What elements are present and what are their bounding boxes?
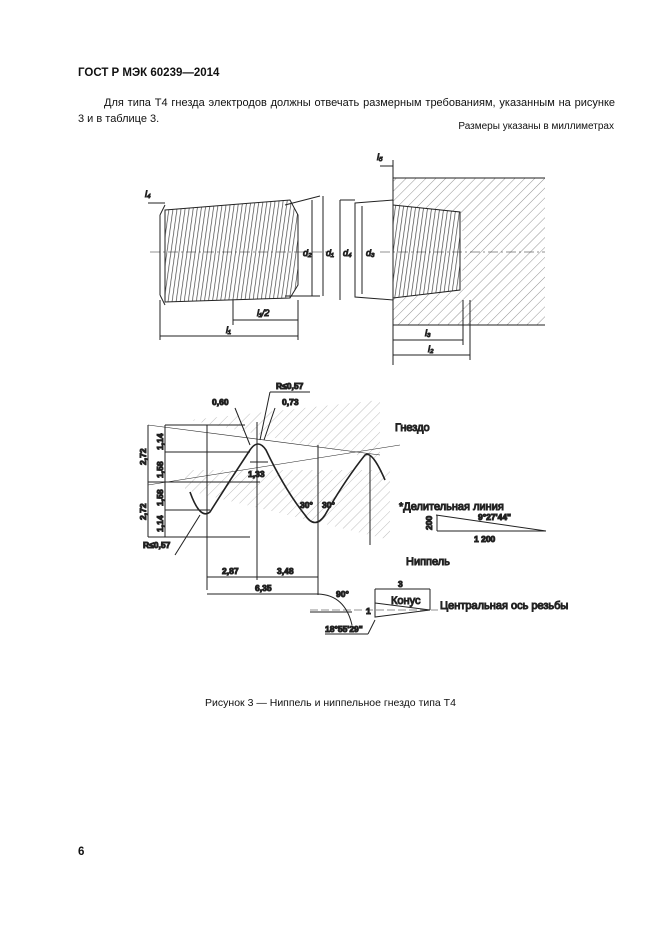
nipple-view bbox=[148, 195, 330, 340]
label-2-87: 2,87 bbox=[222, 566, 239, 576]
label-1-14-bottom: 1,14 bbox=[155, 515, 165, 532]
thread-profile bbox=[147, 391, 401, 626]
label-l2: l₂ bbox=[428, 344, 434, 354]
label-1-58-top: 1,58 bbox=[155, 461, 165, 478]
label-cone-length: 3 bbox=[398, 579, 403, 589]
label-2-72-top: 2,72 bbox=[138, 448, 148, 465]
label-1-33: 1,33 bbox=[248, 469, 265, 479]
label-1-14-top: 1,14 bbox=[155, 433, 165, 450]
figure-caption: Рисунок 3 — Ниппель и ниппельное гнездо … bbox=[205, 697, 456, 709]
label-0-73: 0,73 bbox=[282, 397, 299, 407]
label-angle-90: 90° bbox=[336, 589, 349, 599]
label-nipple: Ниппель bbox=[406, 556, 450, 568]
cone-detail bbox=[310, 588, 438, 635]
label-l1: l₁ bbox=[226, 325, 231, 335]
label-taper-angle: 9°27'44" bbox=[478, 512, 511, 522]
socket-view bbox=[339, 160, 545, 365]
label-d2: d₂ bbox=[303, 248, 312, 258]
label-taper-1200: 1 200 bbox=[474, 534, 496, 544]
label-l4: l₄ bbox=[145, 189, 151, 199]
label-cone-height: 1 bbox=[366, 606, 371, 616]
page-number: 6 bbox=[78, 846, 85, 858]
label-angle-30-right: 30° bbox=[322, 500, 335, 510]
label-socket: Гнездо bbox=[395, 422, 430, 434]
label-r-top: R≤0,57 bbox=[276, 381, 304, 391]
document-header: ГОСТ Р МЭК 60239—2014 bbox=[78, 67, 220, 79]
label-d3: d₃ bbox=[366, 248, 375, 258]
label-pitch-line: *Делительная линия bbox=[399, 501, 504, 513]
label-d4: d₄ bbox=[343, 248, 352, 258]
taper-triangle bbox=[435, 514, 547, 532]
label-3-48: 3,48 bbox=[277, 566, 294, 576]
label-thread-axis: Центральная ось резьбы bbox=[440, 600, 568, 612]
body-paragraph: Для типа Т4 гнезда электродов должны отв… bbox=[78, 97, 615, 125]
label-2-72-bottom: 2,72 bbox=[138, 503, 148, 520]
label-6-35: 6,35 bbox=[255, 583, 272, 593]
label-0-60: 0,60 bbox=[212, 397, 229, 407]
label-r-bottom: R≤0,57 bbox=[143, 540, 171, 550]
label-l1-half: l₁/2 bbox=[257, 308, 269, 318]
label-d1: d₁ bbox=[326, 248, 334, 258]
label-cone: Конус bbox=[391, 595, 421, 607]
units-note: Размеры указаны в миллиметрах bbox=[458, 121, 614, 132]
label-cone-angle: 18°55'29" bbox=[325, 624, 363, 634]
label-angle-30-left: 30° bbox=[300, 500, 313, 510]
label-taper-200: 200 bbox=[424, 516, 434, 530]
label-1-58-bottom: 1,58 bbox=[155, 489, 165, 506]
label-l3: l₃ bbox=[425, 328, 431, 338]
label-l5: l₅ bbox=[377, 152, 383, 162]
